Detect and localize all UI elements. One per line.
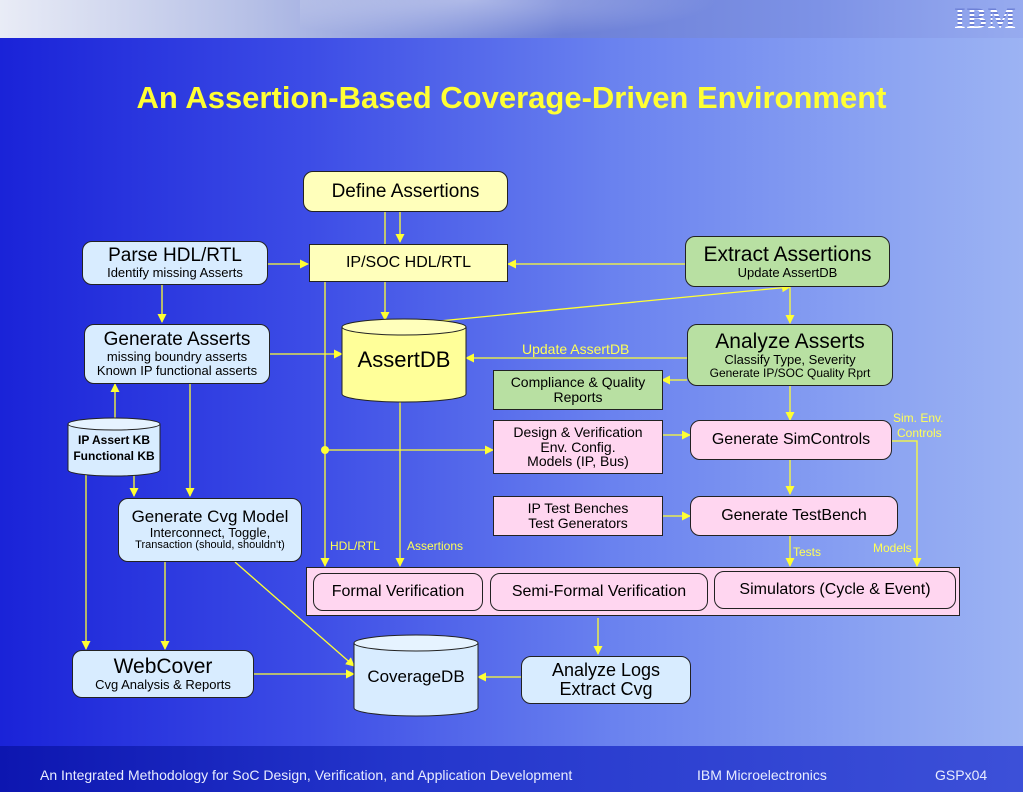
ip-soc-hdl-label: IP/SOC HDL/RTL (345, 253, 472, 271)
extract-assertions-box[interactable]: Extract Assertions Update AssertDB (685, 236, 890, 287)
sim-env-label: Sim. Env. (893, 411, 944, 425)
generate-simcontrols-box[interactable]: Generate SimControls (690, 420, 892, 460)
define-assertions-label: Define Assertions (331, 180, 480, 202)
compliance-line2: Reports (553, 389, 603, 405)
assertions-label: Assertions (407, 539, 464, 553)
arrow-cvgmodel-to-coveragedb (234, 561, 355, 667)
ip-soc-hdl-box[interactable]: IP/SOC HDL/RTL (309, 244, 508, 282)
footer-right: GSPx04 (935, 767, 988, 783)
extract-assertions-title: Extract Assertions (703, 242, 872, 266)
ip-assert-kb-line2: Functional KB (73, 448, 155, 463)
models-label: Models (873, 541, 912, 555)
formal-verification-box[interactable]: Formal Verification (313, 573, 483, 611)
ip-test-benches-box[interactable]: IP Test Benches Test Generators (493, 496, 663, 536)
ip-assert-kb-cylinder[interactable] (66, 417, 164, 479)
design-verification-line1: Design & Verification (513, 423, 643, 440)
define-assertions-box[interactable]: Define Assertions (303, 171, 508, 212)
controls-label: Controls (897, 426, 942, 440)
generate-cvg-model-box[interactable]: Generate Cvg Model Interconnect, Toggle,… (118, 498, 302, 562)
assertdb-label: AssertDB (357, 347, 451, 373)
analyze-logs-line1: Analyze Logs (551, 660, 661, 681)
update-assertdb-label: Update AssertDB (522, 341, 630, 357)
generate-testbench-box[interactable]: Generate TestBench (690, 496, 898, 536)
compliance-line1: Compliance & Quality (510, 374, 646, 391)
analyze-asserts-sub2: Generate IP/SOC Quality Rprt (709, 365, 871, 380)
ibm-logo: IBM (954, 2, 1017, 35)
coveragedb-cylinder[interactable] (352, 634, 482, 718)
ip-assert-kb-label: IP Assert KB Functional KB (68, 430, 160, 466)
generate-asserts-sub1: missing boundry asserts (106, 349, 248, 365)
generate-simcontrols-label: Generate SimControls (711, 430, 871, 448)
design-verification-line2: Env. Config. (540, 438, 616, 455)
design-verification-box[interactable]: Design & Verification Env. Config. Model… (493, 420, 663, 474)
webcover-box[interactable]: WebCover Cvg Analysis & Reports (72, 650, 254, 698)
design-verification-line3: Models (IP, Bus) (527, 453, 629, 470)
parse-hdl-box[interactable]: Parse HDL/RTL Identify missing Asserts (82, 241, 268, 285)
arrow-assertdb-to-extract (407, 283, 791, 325)
coveragedb-label: CoverageDB (367, 667, 465, 687)
analyze-logs-line2: Extract Cvg (559, 679, 653, 699)
arrow-simcontrols-to-simulators (892, 440, 922, 567)
semi-formal-verification-label: Semi-Formal Verification (511, 582, 687, 600)
generate-asserts-title: Generate Asserts (103, 329, 251, 351)
extract-assertions-sub: Update AssertDB (737, 264, 838, 280)
simulators-box[interactable]: Simulators (Cycle & Event) (714, 571, 956, 609)
ip-assert-kb-line1: IP Assert KB (77, 432, 151, 447)
generate-asserts-sub2: Known IP functional asserts (96, 362, 258, 378)
webcover-title: WebCover (113, 655, 213, 679)
footer-center: IBM Microelectronics (697, 767, 827, 783)
header-band (0, 0, 1023, 38)
junction-dot (321, 446, 329, 454)
analyze-asserts-sub1: Classify Type, Severity (724, 351, 856, 367)
compliance-reports-box[interactable]: Compliance & Quality Reports (493, 370, 663, 410)
header-swoosh (300, 0, 720, 38)
analyze-asserts-box[interactable]: Analyze Asserts Classify Type, Severity … (687, 324, 893, 386)
ip-test-benches-line2: Test Generators (528, 515, 628, 531)
simulators-label: Simulators (Cycle & Event) (739, 580, 931, 598)
generate-cvg-model-sub1: Interconnect, Toggle, (149, 525, 271, 541)
generate-cvg-model-sub2: Transaction (should, shouldn't) (135, 538, 285, 551)
tests-label: Tests (793, 545, 822, 559)
semi-formal-verification-box[interactable]: Semi-Formal Verification (490, 573, 708, 611)
slide-title: An Assertion-Based Coverage-Driven Envir… (136, 80, 887, 115)
analyze-logs-box[interactable]: Analyze Logs Extract Cvg (521, 656, 691, 704)
hdl-rtl-label: HDL/RTL (330, 539, 380, 553)
ip-test-benches-line1: IP Test Benches (527, 500, 629, 517)
assertdb-cylinder[interactable] (340, 318, 470, 404)
parse-hdl-sub: Identify missing Asserts (107, 265, 243, 281)
generate-testbench-label: Generate TestBench (721, 506, 867, 524)
generate-cvg-model-title: Generate Cvg Model (131, 507, 289, 527)
analyze-asserts-title: Analyze Asserts (715, 329, 865, 353)
generate-asserts-box[interactable]: Generate Asserts missing boundry asserts… (84, 324, 270, 384)
webcover-sub: Cvg Analysis & Reports (95, 677, 231, 693)
footer-left: An Integrated Methodology for SoC Design… (40, 767, 573, 783)
footer-band (0, 746, 1023, 792)
formal-verification-label: Formal Verification (331, 582, 465, 600)
parse-hdl-title: Parse HDL/RTL (108, 245, 242, 267)
